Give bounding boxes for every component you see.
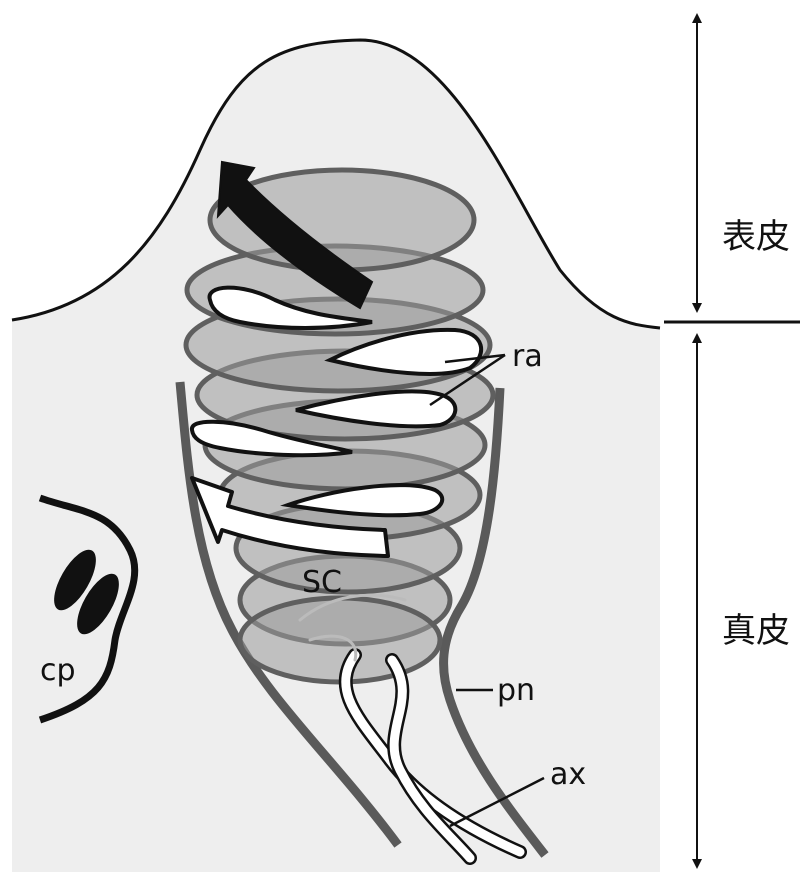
label-sc: SC [302, 565, 342, 600]
label-ax: ax [550, 757, 586, 792]
label-pn: pn [497, 673, 535, 708]
label-epidermis: 表皮 [722, 217, 790, 257]
label-dermis: 真皮 [722, 611, 790, 651]
label-cp: cp [40, 653, 76, 688]
lamella [240, 598, 440, 682]
label-ra: ra [512, 339, 543, 374]
